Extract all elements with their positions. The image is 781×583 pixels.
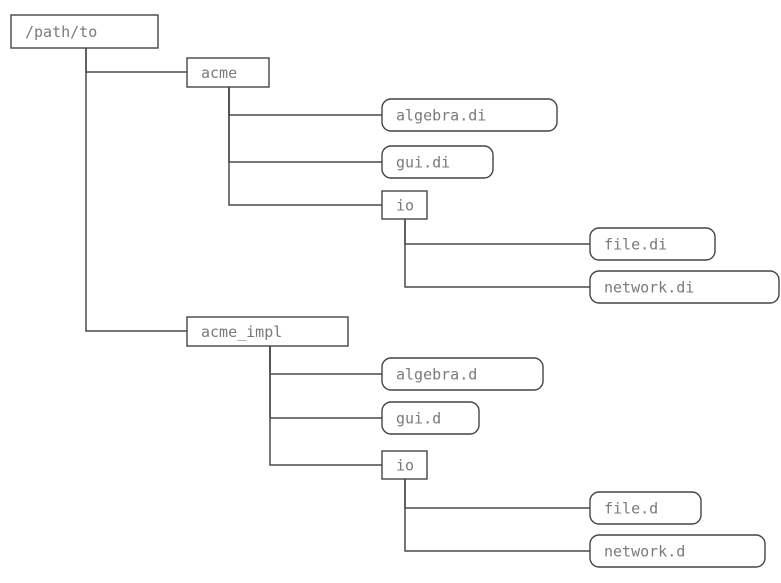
tree-edge-acme_impl-to-impl_io (269, 345, 383, 466)
tree-node-impl_algebra[interactable]: algebra.d (381, 357, 544, 391)
file-node-shape (589, 227, 716, 261)
tree-edge-acme_io-to-acme_io_network (404, 218, 591, 288)
file-node-shape (381, 401, 480, 435)
node-label: file.d (604, 500, 658, 518)
node-layer: /path/to acme algebra.di gui.di io file.di net… (10, 14, 780, 568)
edge-layer (85, 47, 591, 552)
node-label: /path/to (25, 23, 97, 41)
node-label: network.d (604, 543, 685, 561)
tree-node-acme_io[interactable]: io (381, 190, 428, 220)
file-node-shape (589, 491, 702, 525)
tree-node-impl_io[interactable]: io (381, 450, 428, 480)
tree-node-impl_io_network[interactable]: network.d (589, 534, 766, 568)
file-node-shape (381, 357, 544, 391)
tree-node-acme_impl[interactable]: acme_impl (186, 316, 349, 347)
directory-node-shape (381, 190, 428, 220)
tree-edge-acme-to-acme_io (228, 86, 383, 206)
directory-node-shape (10, 14, 159, 49)
node-label: algebra.di (396, 107, 486, 125)
directory-node-shape (186, 57, 270, 88)
tree-node-acme_algebra[interactable]: algebra.di (381, 98, 558, 132)
tree-node-acme_io_file[interactable]: file.di (589, 227, 716, 261)
tree-edge-impl_io-to-impl_io_network (404, 478, 591, 552)
node-label: network.di (604, 279, 694, 297)
node-label: algebra.d (396, 366, 477, 384)
file-node-shape (381, 145, 494, 179)
node-label: gui.di (396, 154, 450, 172)
node-label: gui.d (396, 410, 441, 428)
tree-node-impl_gui[interactable]: gui.d (381, 401, 480, 435)
tree-node-impl_io_file[interactable]: file.d (589, 491, 702, 525)
file-node-shape (589, 270, 780, 304)
file-node-shape (381, 98, 558, 132)
node-label: io (396, 457, 414, 475)
tree-node-acme_gui[interactable]: gui.di (381, 145, 494, 179)
file-node-shape (589, 534, 766, 568)
node-label: acme_impl (201, 323, 282, 341)
node-label: io (396, 197, 414, 215)
tree-node-root[interactable]: /path/to (10, 14, 159, 49)
tree-edge-root-to-acme_impl (85, 47, 188, 332)
tree-node-acme[interactable]: acme (186, 57, 270, 88)
node-label: file.di (604, 236, 667, 254)
directory-node-shape (186, 316, 349, 347)
directory-node-shape (381, 450, 428, 480)
tree-node-acme_io_network[interactable]: network.di (589, 270, 780, 304)
node-label: acme (201, 64, 237, 82)
